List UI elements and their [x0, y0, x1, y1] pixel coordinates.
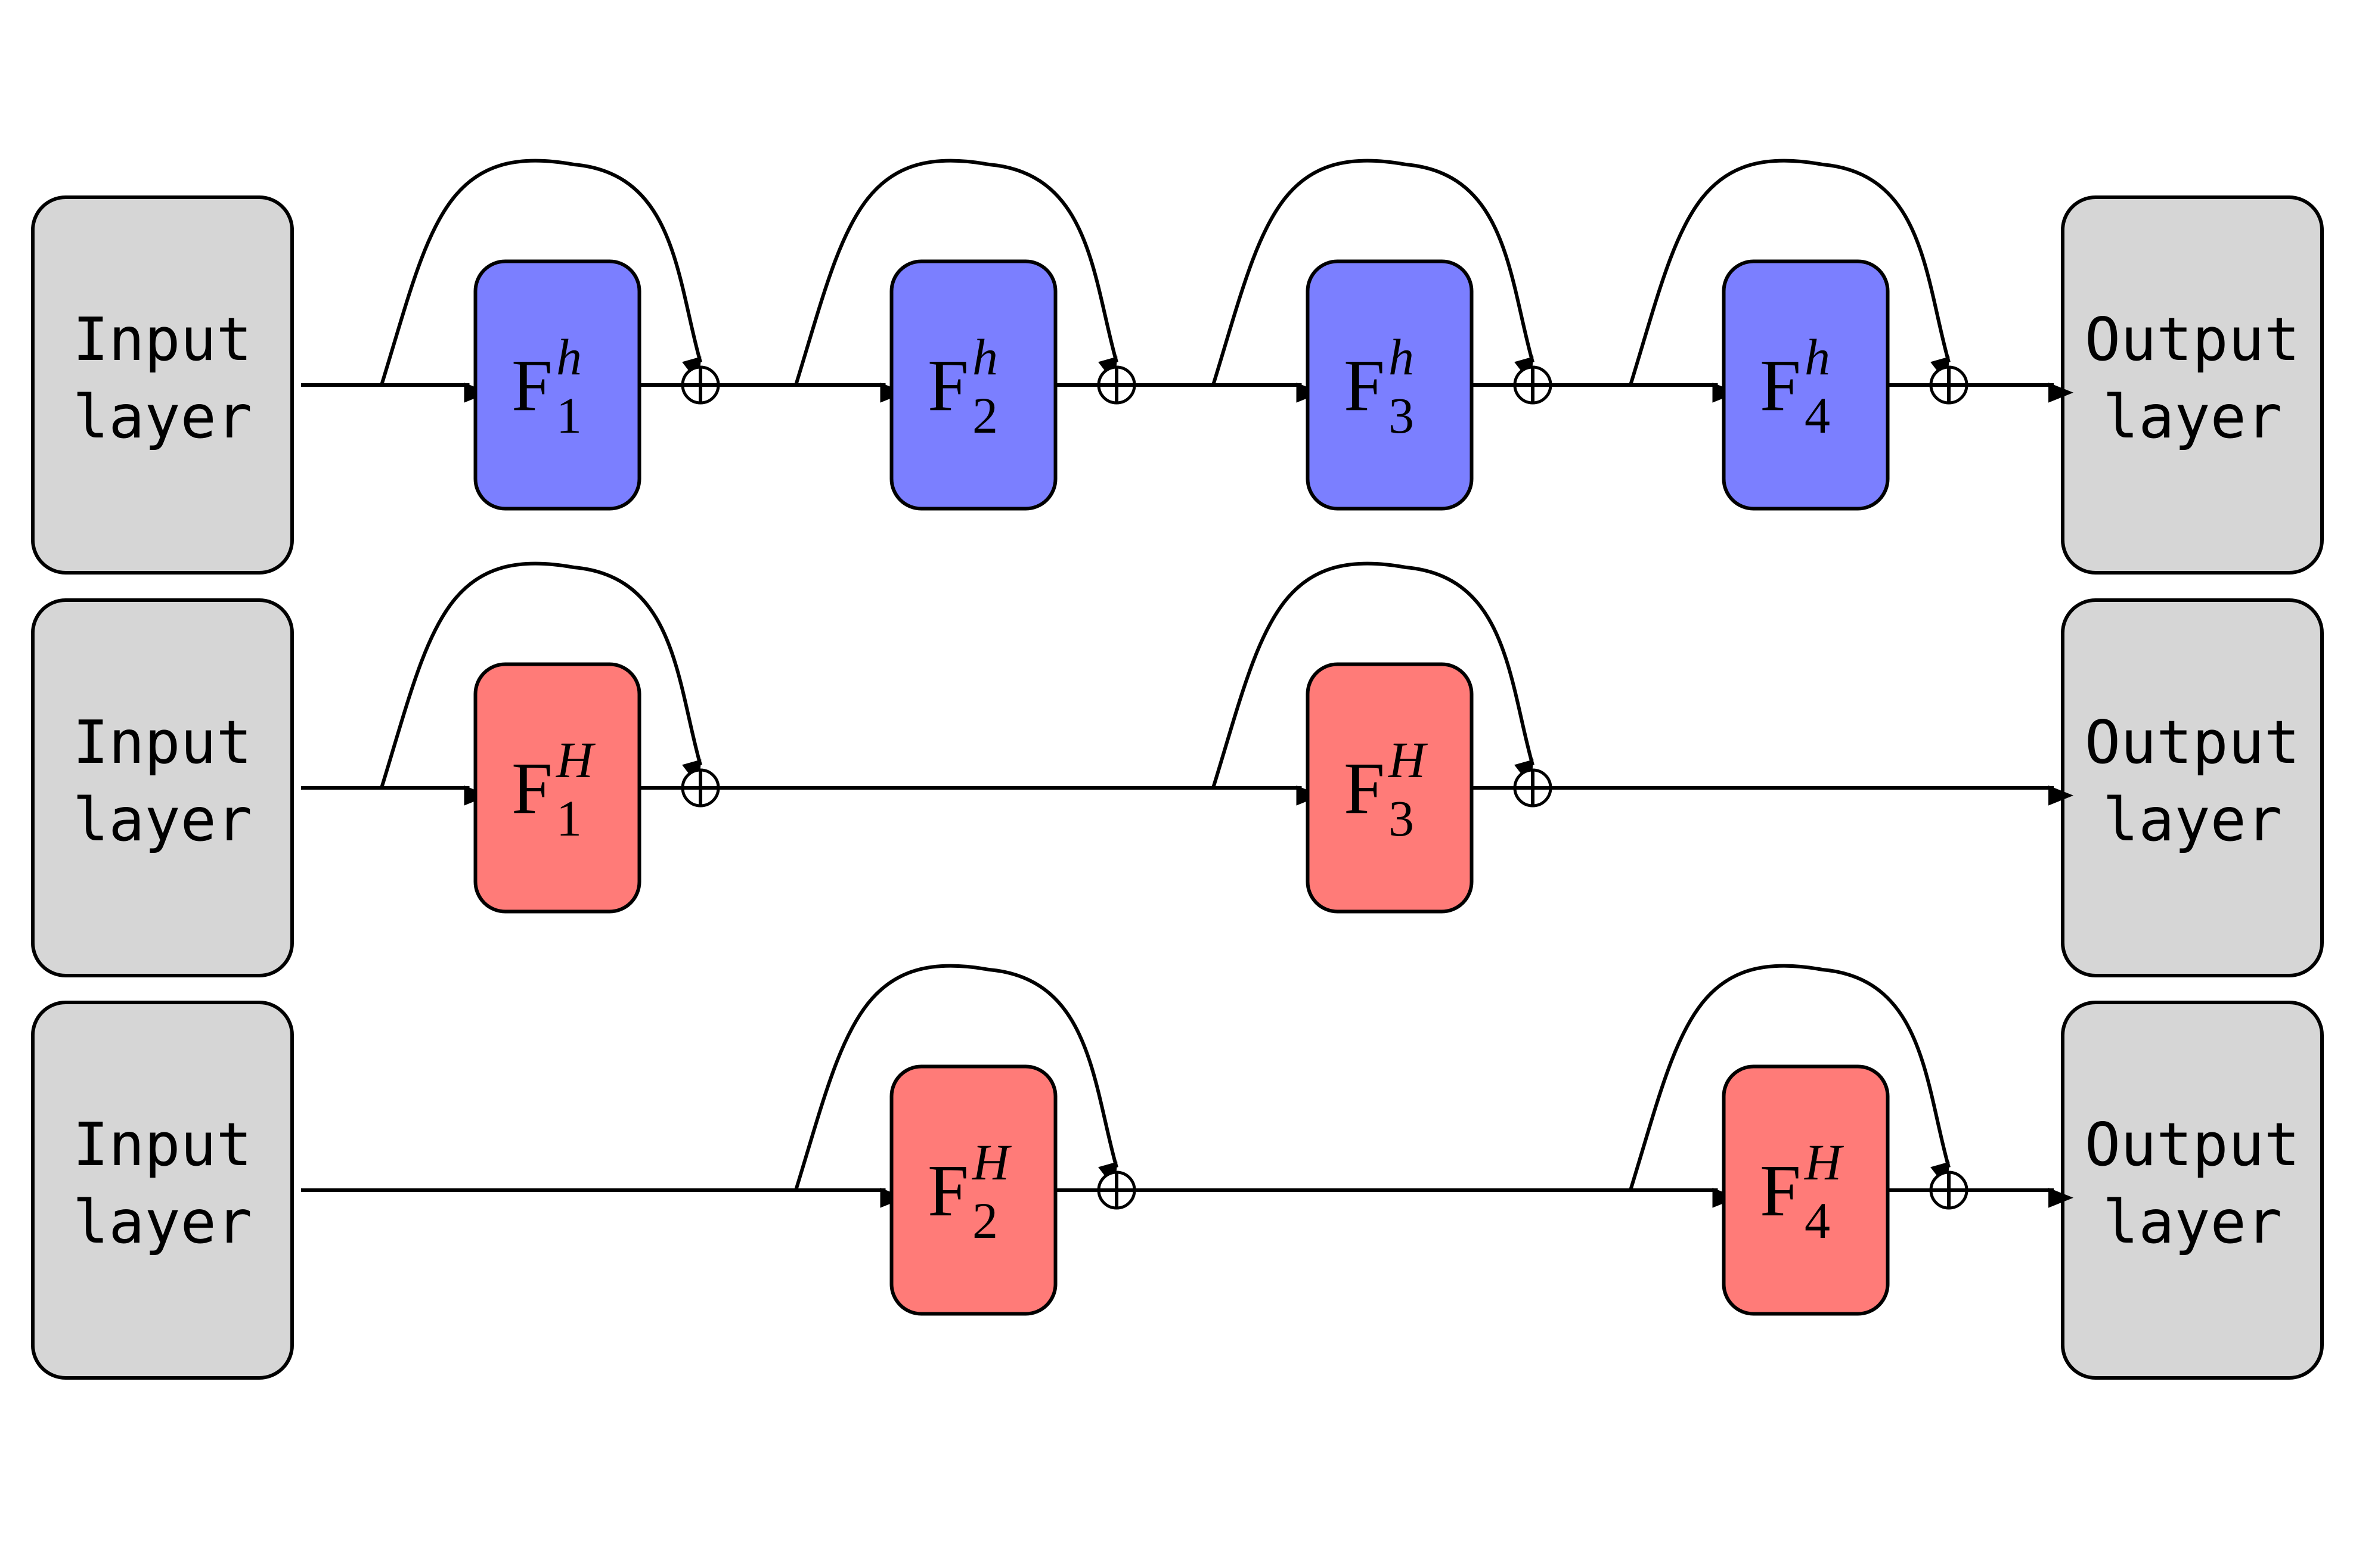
block-F1-H-box — [473, 662, 641, 914]
row3-sum-node-2 — [1097, 1170, 1136, 1210]
input-layer-3: Input layer — [31, 1001, 294, 1380]
block-F2-H-box — [889, 1064, 1058, 1316]
row1-skip-connection-1 — [380, 159, 702, 386]
block-F3-H-superscript: H — [1388, 731, 1428, 788]
output-layer-1-label-line1: Output — [2085, 305, 2300, 374]
block-F1-H-subscript: 1 — [556, 790, 582, 847]
block-F1-h-box — [473, 259, 641, 511]
row2-sum-node-3 — [1513, 768, 1552, 808]
row1-skip-connection-4 — [1629, 159, 1951, 386]
block-F2-h-box — [889, 259, 1058, 511]
row3-skip-connection-2 — [794, 964, 1118, 1191]
row1-sum-node-3 — [1513, 365, 1552, 405]
block-F3-H-box — [1306, 662, 1474, 914]
block-F2-h-superscript: h — [972, 328, 998, 386]
block-F1-H-superscript: H — [556, 731, 596, 788]
output-layer-2: Output layer — [2061, 598, 2324, 977]
block-F1-H-letter: F — [511, 747, 553, 829]
output-layer-1-label-line2: layer — [2103, 382, 2282, 452]
block-F3-H-subscript: 3 — [1388, 790, 1414, 847]
block-F1-h-subscript: 1 — [556, 387, 582, 444]
block-F4-H-box — [1722, 1064, 1890, 1316]
block-F4-h-subscript: 4 — [1805, 387, 1830, 444]
row1-skip-connection-2 — [794, 159, 1118, 386]
block-F1-h-letter: F — [511, 344, 553, 426]
block-F4-H-superscript: H — [1804, 1134, 1844, 1191]
block-F2-h-letter: F — [928, 344, 969, 426]
row1-sum-node-2 — [1097, 365, 1136, 405]
block-F4-H-subscript: 4 — [1805, 1192, 1830, 1249]
block-F3-h-letter: F — [1344, 344, 1385, 426]
input-layer-2-box — [31, 598, 294, 977]
input-layer-1-label-line2: layer — [73, 382, 252, 452]
row3-sum-node-4 — [1929, 1170, 1968, 1210]
block-F2-h-subscript: 2 — [972, 387, 998, 444]
block-F2-H-letter: F — [928, 1150, 969, 1231]
input-layer-1-box — [31, 195, 294, 575]
row1-sum-node-4 — [1929, 365, 1968, 405]
output-layer-2-label-line1: Output — [2085, 707, 2300, 777]
input-layer-2: Input layer — [31, 598, 294, 977]
output-layer-3-label-line1: Output — [2085, 1110, 2300, 1179]
block-F3-h-box — [1306, 259, 1474, 511]
block-F4-h-letter: F — [1760, 344, 1801, 426]
block-F2-H-subscript: 2 — [972, 1192, 998, 1249]
output-layer-1: Output layer — [2061, 195, 2324, 575]
block-F4-h-superscript: h — [1805, 328, 1830, 386]
block-F1-h-superscript: h — [556, 328, 582, 386]
block-F3-h-subscript: 3 — [1388, 387, 1414, 444]
block-F3-h-superscript: h — [1388, 328, 1414, 386]
row2-skip-connection-3 — [1211, 561, 1534, 788]
input-layer-3-box — [31, 1001, 294, 1380]
input-layer-2-label-line1: Input — [73, 707, 252, 777]
output-layer-3: Output layer — [2061, 1001, 2324, 1380]
row1-sum-node-1 — [681, 365, 720, 405]
output-layer-3-label-line2: layer — [2103, 1187, 2282, 1257]
row1-skip-connection-3 — [1211, 159, 1534, 386]
block-F2-H-superscript: H — [972, 1134, 1012, 1191]
input-layer-3-label-line1: Input — [73, 1110, 252, 1179]
block-F4-h-box — [1722, 259, 1890, 511]
input-layer-1: Input layer — [31, 195, 294, 575]
block-F3-H-letter: F — [1344, 747, 1385, 829]
input-layer-3-label-line2: layer — [73, 1187, 252, 1257]
block-F4-H-letter: F — [1760, 1150, 1801, 1231]
row3-skip-connection-4 — [1629, 964, 1951, 1191]
output-layer-2-label-line2: layer — [2103, 785, 2282, 855]
row2-sum-node-1 — [681, 768, 720, 808]
input-layer-2-label-line2: layer — [73, 785, 252, 855]
row2-skip-connection-1 — [380, 561, 702, 788]
input-layer-1-label-line1: Input — [73, 305, 252, 374]
